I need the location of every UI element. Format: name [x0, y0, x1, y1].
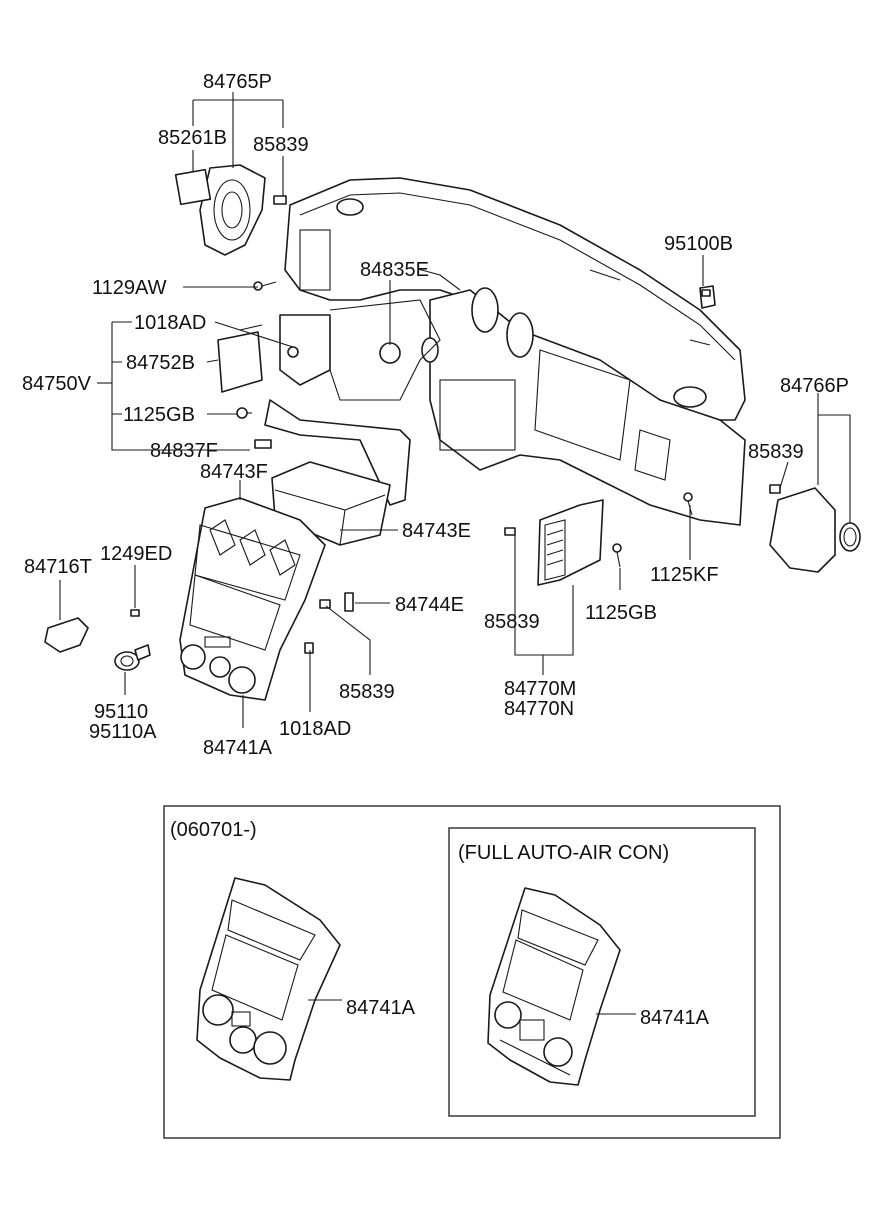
label-84750V: 84750V — [22, 373, 92, 395]
label-84741A-box1: 84741A — [346, 997, 416, 1019]
label-85839-right: 85839 — [748, 441, 804, 463]
label-84743E: 84743E — [402, 520, 471, 542]
label-1018AD-top: 1018AD — [134, 312, 206, 334]
label-84765P: 84765P — [203, 71, 272, 93]
label-84741A-box2: 84741A — [640, 1007, 710, 1029]
label-1125GB-right: 1125GB — [585, 602, 657, 624]
label-1129AW: 1129AW — [92, 277, 167, 299]
label-84766P: 84766P — [780, 375, 849, 397]
label-1249ED: 1249ED — [100, 543, 172, 565]
label-1125GB-left: 1125GB — [123, 404, 195, 426]
variant-box-inner-title: (FULL AUTO-AIR CON) — [458, 842, 669, 864]
label-84835E: 84835E — [360, 259, 429, 281]
fascia-variant-1 — [196, 877, 342, 1081]
label-1018AD-low: 1018AD — [279, 718, 351, 740]
leader-lines — [59, 92, 851, 728]
label-84837F: 84837F — [150, 440, 218, 462]
left-side-cover — [174, 164, 287, 256]
label-84770M: 84770M — [504, 678, 576, 700]
variant-box-outer-title: (060701-) — [170, 819, 257, 841]
label-84716T: 84716T — [24, 556, 92, 578]
label-84744E: 84744E — [395, 594, 464, 616]
label-95110A: 95110A — [89, 721, 157, 743]
switch-part — [699, 285, 716, 309]
label-1125KF: 1125KF — [650, 564, 719, 586]
label-84752B: 84752B — [126, 352, 195, 374]
fascia-variant-2 — [487, 887, 636, 1086]
label-85839-mid: 85839 — [484, 611, 540, 633]
label-85839-top: 85839 — [253, 134, 309, 156]
variant-box-inner — [448, 827, 756, 1117]
variant-box-outer: (060701-) 84741A (FULL AUTO-AIR CON) 8 — [163, 805, 781, 1139]
vent-panel — [504, 499, 622, 586]
small-parts — [44, 492, 693, 671]
label-95100B: 95100B — [664, 233, 733, 255]
part-labels: 84765P 85261B 85839 1129AW 84835E 95100B… — [22, 71, 849, 759]
label-84770N: 84770N — [504, 698, 574, 720]
label-84741A: 84741A — [203, 737, 273, 759]
label-85839-low: 85839 — [339, 681, 395, 703]
dashboard-panel — [264, 177, 746, 526]
lower-panel — [217, 281, 299, 449]
label-95110: 95110 — [94, 701, 148, 723]
center-fascia — [179, 497, 326, 701]
label-84743F: 84743F — [200, 461, 268, 483]
label-85261B: 85261B — [158, 127, 227, 149]
right-side-cover — [769, 484, 861, 573]
